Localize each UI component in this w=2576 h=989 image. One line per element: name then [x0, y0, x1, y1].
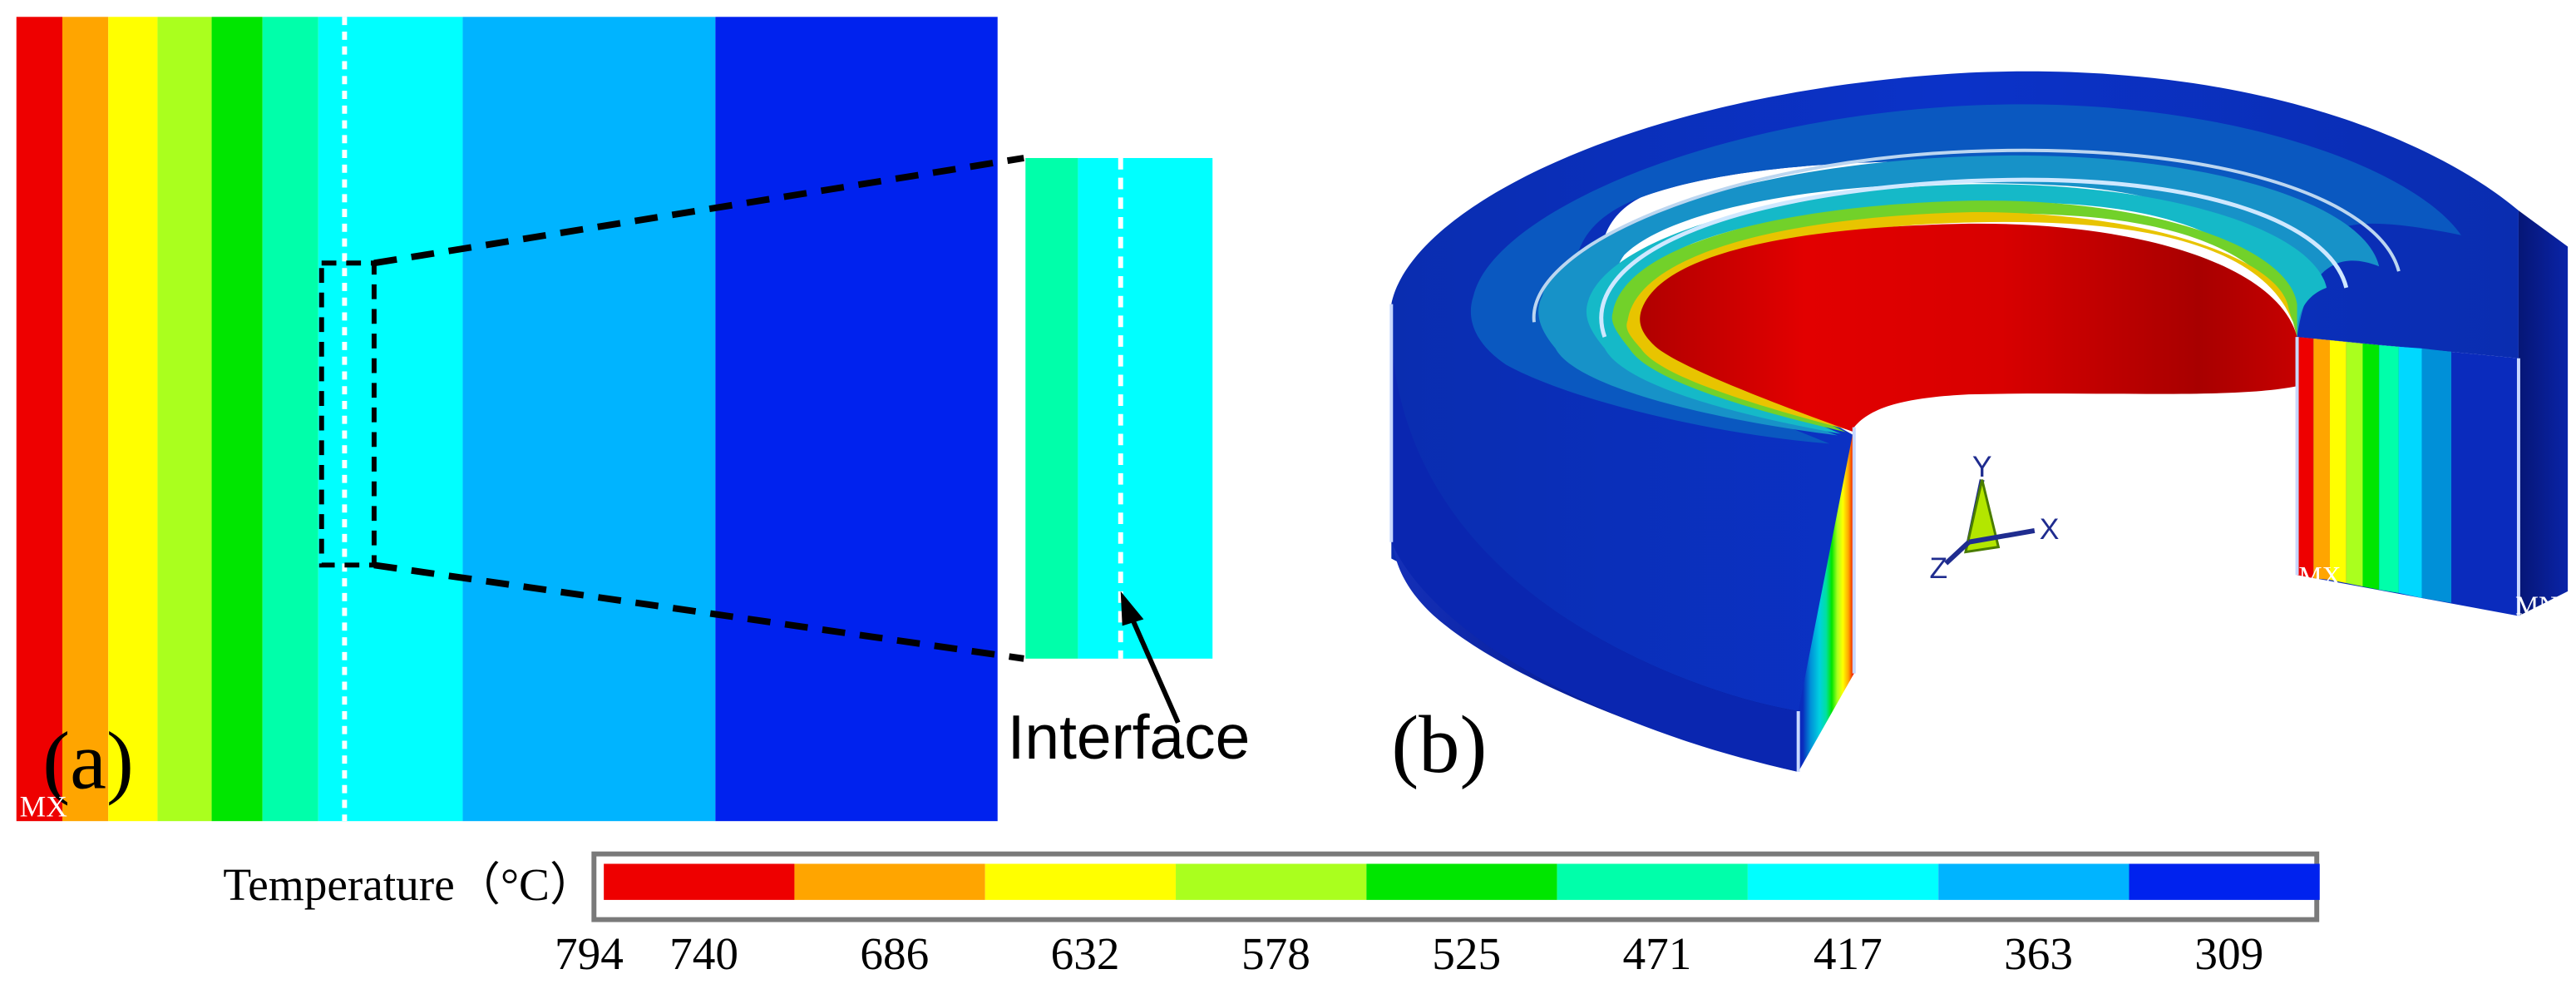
panel-b-corner-label-left: MX	[2299, 561, 2342, 591]
ring-top-outer	[1391, 71, 2519, 772]
coordinate-triad: Y Z X	[1930, 450, 2060, 585]
ring-inner-wall	[1640, 223, 2297, 433]
panel-a-corner-label: MX	[20, 789, 67, 823]
triad-z-axis	[1944, 540, 1971, 566]
legend-tick-label: 525	[1432, 928, 1501, 979]
ring-iso-line-1	[1599, 177, 2349, 338]
zoom-connector-top	[373, 155, 1024, 267]
ring-right-cut-green	[2362, 343, 2380, 590]
legend-tick-label: 309	[2194, 928, 2263, 979]
temperature-legend: Temperature（°C） 794 740 686 632 578 525 471 417…	[223, 851, 2320, 979]
ring-iso-line-2	[1532, 148, 2401, 323]
inset-zoom: Interface	[1008, 157, 1251, 772]
legend-swatch	[1366, 863, 1557, 900]
band-green	[211, 17, 263, 822]
legend-tick-label: 794	[555, 928, 624, 979]
panel-a-contour	[16, 17, 1024, 822]
ring-right-cut-cyan	[2398, 346, 2422, 598]
legend-tick-label: 363	[2004, 928, 2073, 979]
band-cyan	[318, 17, 463, 822]
ring-right-cut-yellow	[2330, 340, 2347, 584]
legend-swatch	[1938, 863, 2129, 900]
triad-z-label: Z	[1930, 551, 1948, 585]
triad-x-label: X	[2040, 512, 2060, 546]
zoom-connector-bottom	[373, 561, 1024, 662]
legend-tick-label: 417	[1814, 928, 1883, 979]
ring-right-cut-lime	[2346, 341, 2363, 587]
legend-swatch	[604, 863, 795, 900]
ring-right-cut-sky	[2421, 348, 2452, 603]
triad-y-label: Y	[1972, 450, 1992, 483]
legend-swatch	[2129, 863, 2320, 900]
panel-a-label: (a)	[42, 716, 134, 807]
ring-right-cut-orange	[2313, 339, 2331, 581]
ring-right-cut-red	[2297, 337, 2314, 579]
panel-b-label: (b)	[1391, 700, 1487, 790]
legend-swatch	[1176, 863, 1367, 900]
legend-tick-label: 471	[1623, 928, 1692, 979]
triad-wedge	[1964, 479, 2001, 554]
band-blue	[715, 17, 998, 822]
legend-tick-labels: 794 740 686 632 578 525 471 417 363 309	[555, 928, 2263, 979]
legend-title: Temperature（°C）	[223, 859, 595, 910]
legend-tick-label: 740	[669, 928, 738, 979]
legend-tick-label: 632	[1051, 928, 1120, 979]
ring-left-cut	[1798, 427, 1854, 772]
inset-band-aqua	[1025, 157, 1078, 659]
interface-arrow	[1126, 610, 1181, 724]
band-orange	[62, 17, 109, 822]
band-red	[16, 17, 62, 822]
legend-swatch	[1747, 863, 1939, 900]
ring-front-face	[1390, 304, 1799, 772]
legend-tick-label: 578	[1241, 928, 1310, 979]
band-sky	[462, 17, 716, 822]
legend-swatch	[794, 863, 985, 900]
inset-band-cyan	[1078, 157, 1213, 659]
ring-right-cut-aqua	[2379, 344, 2399, 593]
legend-swatches	[604, 863, 2320, 900]
interface-label: Interface	[1008, 702, 1251, 772]
zoom-region	[318, 260, 377, 568]
panel-b-corner-label-right: MN	[2515, 591, 2558, 621]
interface-arrow-head	[1120, 591, 1144, 626]
band-aqua	[262, 17, 318, 822]
legend-tick-label: 686	[860, 928, 929, 979]
legend-swatch	[985, 863, 1177, 900]
panel-b-ring	[1389, 71, 2569, 772]
triad-x-axis	[1968, 527, 2036, 545]
band-yellow	[108, 17, 158, 822]
ring-outline	[1389, 304, 2520, 772]
ring-outer-wall	[1390, 304, 1799, 772]
legend-swatch	[1557, 863, 1748, 900]
band-lime	[157, 17, 212, 822]
ring-right-outer-wall	[2518, 210, 2569, 616]
